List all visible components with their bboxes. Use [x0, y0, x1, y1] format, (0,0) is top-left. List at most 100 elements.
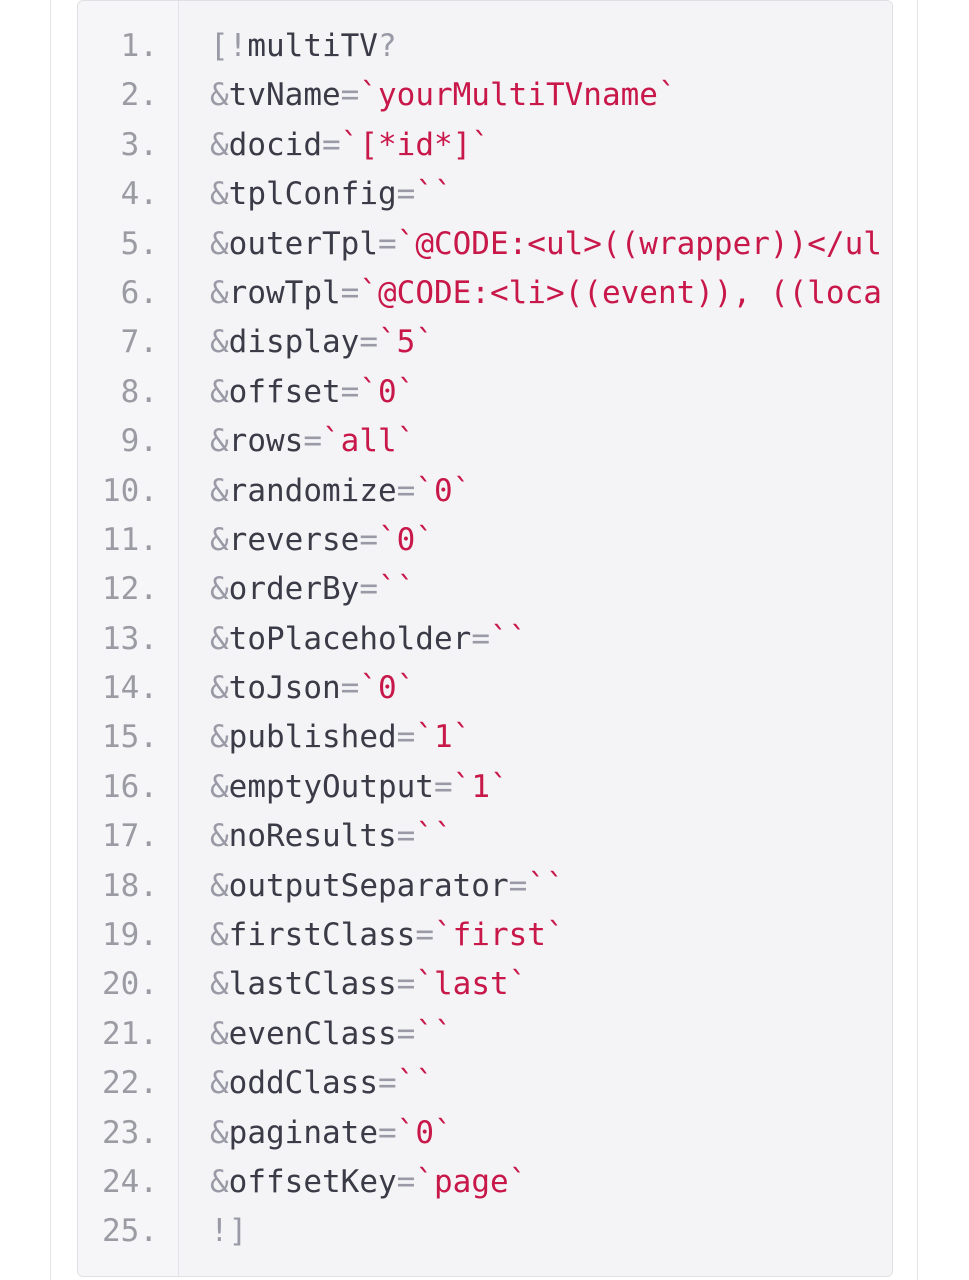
code-prefix: &: [210, 1163, 229, 1200]
code-text: &paginate=`0`: [210, 1109, 453, 1158]
code-line: 2.&tvName=`yourMultiTVname`: [78, 71, 892, 120]
code-text: &firstClass=`first`: [210, 911, 565, 960]
parameter-value: ``: [378, 571, 416, 608]
code-prefix: &: [210, 1015, 229, 1052]
parameter-name: multiTV: [247, 28, 378, 64]
parameter-name: paginate: [228, 1114, 378, 1151]
line-number: 1.: [120, 28, 158, 64]
code-prefix: !]: [210, 1213, 248, 1250]
code-prefix: &: [210, 324, 229, 361]
code-prefix: &: [210, 472, 229, 509]
line-number: 6.: [120, 274, 158, 311]
parameter-value: `[*id*]`: [340, 126, 490, 163]
code-line: 5. &outerTpl=`@CODE:<ul>((wrapper))</ul: [78, 220, 892, 269]
parameter-value: `0`: [359, 373, 416, 410]
line-number: 16.: [102, 768, 158, 805]
code-prefix: &: [210, 670, 229, 707]
equals-sign: =: [396, 472, 416, 509]
code-prefix: &: [210, 126, 229, 163]
page-frame: [50, 0, 918, 1280]
code-prefix: &: [210, 620, 229, 657]
code-text: &lastClass=`last`: [210, 960, 527, 1009]
equals-sign: =: [303, 423, 322, 460]
code-text: &oddClass=``: [210, 1059, 434, 1108]
parameter-name: noResults: [228, 818, 397, 855]
line-number: 7.: [120, 324, 158, 361]
code-text: &emptyOutput=`1`: [210, 763, 509, 812]
code-line: 6. &rowTpl=`@CODE:<li>((event)), ((loca: [78, 269, 892, 318]
code-text: &published=`1`: [210, 713, 471, 762]
code-text: &noResults=``: [210, 812, 453, 861]
parameter-value: `0`: [396, 1114, 453, 1151]
equals-sign: =: [508, 867, 528, 904]
parameter-value: `page`: [415, 1163, 528, 1200]
parameter-value: `@CODE:<li>((event)), ((loca: [359, 274, 882, 311]
code-line: 18.&outputSeparator=``: [78, 862, 892, 911]
parameter-name: emptyOutput: [228, 768, 434, 805]
code-text: &toPlaceholder=``: [210, 615, 527, 664]
equals-sign: =: [396, 1163, 416, 1200]
code-prefix: &: [210, 274, 229, 311]
line-number: 10.: [102, 472, 158, 509]
parameter-value: `yourMultiTVname`: [359, 77, 677, 114]
parameter-name: outputSeparator: [228, 867, 509, 904]
code-line: 10. &randomize=`0`: [78, 467, 892, 516]
equals-sign: =: [396, 966, 416, 1003]
line-number: 2.: [120, 77, 158, 114]
equals-sign: =: [340, 373, 360, 410]
code-block: 1.[!multiTV?2.&tvName=`yourMultiTVname`3…: [77, 0, 893, 1277]
line-number: 12.: [102, 571, 158, 608]
line-number: 8.: [120, 373, 158, 410]
parameter-name: lastClass: [228, 966, 397, 1003]
code-line: 8.&offset=`0`: [78, 368, 892, 417]
parameter-name: offsetKey: [228, 1163, 397, 1200]
parameter-value: `0`: [359, 670, 416, 707]
parameter-value: `first`: [433, 917, 565, 954]
equals-sign: =: [415, 917, 434, 954]
code-line: 21.&evenClass=``: [78, 1010, 892, 1059]
code-line: 15.&published=`1`: [78, 713, 892, 762]
line-number: 3.: [120, 126, 158, 163]
equals-sign: =: [359, 324, 378, 361]
code-line: 23. &paginate=`0`: [78, 1109, 892, 1158]
equals-sign: =: [377, 1114, 397, 1151]
code-text: &randomize=`0`: [210, 467, 471, 516]
equals-sign: =: [471, 620, 490, 657]
code-lines: 1.[!multiTV?2.&tvName=`yourMultiTVname`3…: [78, 22, 892, 1257]
parameter-name: tvName: [228, 77, 341, 114]
code-prefix: &: [210, 867, 229, 904]
code-text: &rows=`all`: [210, 417, 415, 466]
code-text: &outerTpl=`@CODE:<ul>((wrapper))</ul: [210, 220, 882, 269]
code-text: &toJson=`0`: [210, 664, 415, 713]
parameter-name: outerTpl: [228, 225, 378, 262]
code-line: 3.&docid=`[*id*]`: [78, 121, 892, 170]
line-number: 19.: [102, 917, 158, 954]
code-prefix: &: [210, 917, 229, 954]
line-number: 20.: [102, 966, 158, 1003]
parameter-value: ``: [489, 620, 528, 657]
code-prefix: &: [210, 176, 229, 213]
line-number: 23.: [102, 1114, 158, 1151]
equals-sign: =: [396, 176, 416, 213]
line-number: 5.: [120, 225, 158, 262]
code-line: 4.&tplConfig=``: [78, 170, 892, 219]
code-prefix: &: [210, 571, 229, 608]
code-prefix: &: [210, 818, 229, 855]
parameter-name: firstClass: [228, 917, 416, 954]
equals-sign: =: [359, 521, 378, 558]
code-line: 7.&display=`5`: [78, 318, 892, 367]
code-line: 20. &lastClass=`last`: [78, 960, 892, 1009]
code-text: !]: [210, 1207, 247, 1256]
parameter-name: rows: [228, 423, 304, 460]
code-text: &rowTpl=`@CODE:<li>((event)), ((loca: [210, 269, 882, 318]
parameter-value: `0`: [415, 472, 472, 509]
code-text: &evenClass=``: [210, 1010, 453, 1059]
code-line: 11.&reverse=`0`: [78, 516, 892, 565]
code-prefix: &: [210, 966, 229, 1003]
code-line: 16. &emptyOutput=`1`: [78, 763, 892, 812]
line-number: 13.: [102, 620, 158, 657]
parameter-value: `all`: [322, 423, 416, 460]
code-suffix: ?: [377, 28, 397, 64]
code-area: [179, 1, 892, 1276]
code-prefix: [!: [210, 28, 248, 64]
